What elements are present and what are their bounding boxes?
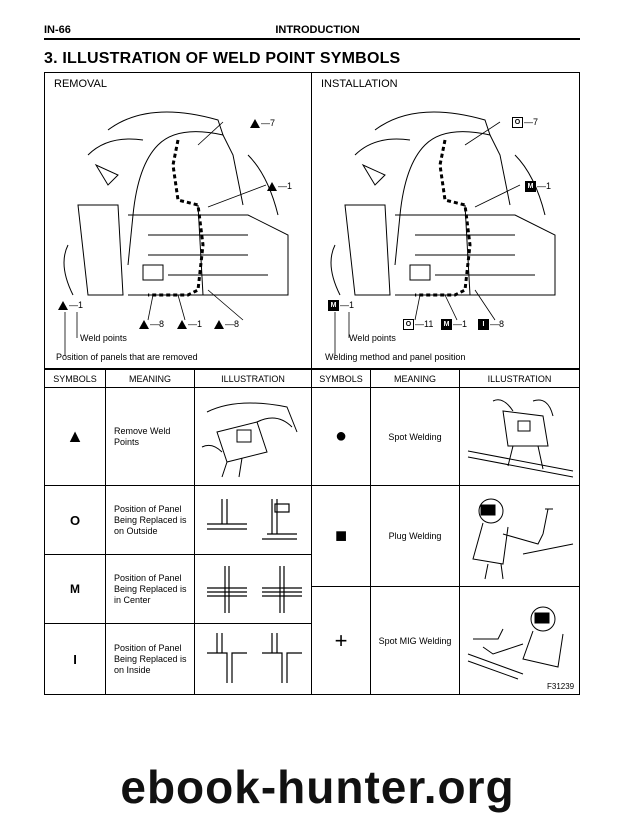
right-header-symbols: SYMBOLS	[311, 369, 371, 388]
right-header-illustration: ILLUSTRATION	[459, 369, 580, 388]
removal-callout-7: —7	[250, 118, 275, 129]
symbol-inside: I	[44, 623, 106, 695]
figure-code: F31239	[547, 682, 575, 691]
header-rule	[44, 38, 580, 40]
circle-outside-icon: O	[403, 319, 414, 331]
illustration-spot-mig	[459, 586, 580, 695]
meaning-outside: Position of Panel Being Replaced is on O…	[105, 485, 195, 555]
installation-panel	[311, 72, 580, 369]
panel-inside-diagram	[207, 633, 302, 683]
section-title: 3. ILLUSTRATION OF WELD POINT SYMBOLS	[44, 50, 401, 67]
meaning-remove-weld: Remove Weld Points	[105, 387, 195, 486]
installation-position-label: Welding method and panel position	[325, 352, 466, 362]
triangle-icon	[214, 320, 224, 330]
removal-legend-symbol: —1	[58, 300, 83, 311]
triangle-icon	[139, 320, 149, 330]
symbol-center: M	[44, 554, 106, 624]
illustration-plug-welding	[459, 485, 580, 587]
meaning-spot-welding: Spot Welding	[370, 387, 460, 486]
meaning-spot-mig: Spot MIG Welding	[370, 586, 460, 695]
installation-callout-1b: M—1	[441, 319, 467, 331]
right-header-meaning: MEANING	[370, 369, 460, 388]
installation-callout-1: M—1	[525, 181, 551, 193]
m-center-icon: M	[525, 181, 536, 193]
meaning-plug-welding: Plug Welding	[370, 485, 460, 587]
left-header-symbols: SYMBOLS	[44, 369, 106, 388]
left-header-meaning: MEANING	[105, 369, 195, 388]
mig-welder-illustration	[467, 606, 563, 679]
installation-callout-8: I—8	[478, 319, 504, 331]
right-symbol-table: SYMBOLS MEANING ILLUSTRATION ● Spot Weld…	[311, 369, 580, 695]
symbol-spot-welding: ●	[311, 387, 371, 486]
plus-icon: +	[334, 627, 348, 653]
illustration-inside	[194, 623, 312, 695]
symbol-plug-welding: ■	[311, 485, 371, 587]
i-inside-icon: I	[73, 651, 77, 667]
page-number: IN-66	[44, 24, 71, 36]
installation-illustration	[330, 111, 556, 321]
installation-legend-symbol: M—1	[328, 300, 354, 312]
meaning-inside: Position of Panel Being Replaced is on I…	[105, 623, 195, 695]
installation-label: INSTALLATION	[321, 78, 398, 90]
installation-legend-lines	[334, 312, 350, 356]
removal-legend-lines	[64, 312, 78, 356]
circle-outside-icon: O	[69, 512, 81, 528]
i-inside-icon: I	[478, 319, 489, 331]
removal-callout-8a: —8	[139, 319, 164, 330]
installation-weld-points-label: Weld points	[349, 333, 396, 343]
watermark: ebook-hunter.org	[120, 761, 515, 813]
plug-welder-illustration	[471, 498, 573, 580]
removal-illustration	[63, 111, 289, 321]
m-center-icon: M	[441, 319, 452, 331]
panel-outside-diagram	[207, 499, 297, 540]
left-header-illustration: ILLUSTRATION	[194, 369, 312, 388]
symbol-remove-weld: ▲	[44, 387, 106, 486]
illustration-center	[194, 554, 312, 624]
left-symbol-table: SYMBOLS MEANING ILLUSTRATION ▲ Remove We…	[44, 369, 312, 695]
triangle-icon	[267, 182, 277, 192]
triangle-icon	[177, 320, 187, 330]
filled-square-icon: ■	[334, 524, 348, 547]
triangle-icon: ▲	[66, 426, 84, 446]
spot-welder-illustration	[467, 398, 573, 477]
removal-position-label: Position of panels that are removed	[56, 352, 198, 362]
removal-callout-1b: —1	[177, 319, 202, 330]
installation-callout-7: O—7	[512, 117, 538, 129]
removal-label: REMOVAL	[54, 78, 107, 90]
meaning-center: Position of Panel Being Replaced is in C…	[105, 554, 195, 624]
panel-center-diagram	[207, 566, 302, 613]
triangle-icon	[250, 119, 260, 129]
illustration-remove-weld	[194, 387, 312, 486]
removal-callout-1: —1	[267, 181, 292, 192]
triangle-icon	[58, 301, 68, 311]
illustration-outside	[194, 485, 312, 555]
filled-circle-icon: ●	[334, 425, 348, 447]
m-center-icon: M	[70, 582, 80, 596]
circle-outside-icon: O	[512, 117, 523, 129]
illustration-spot-welding	[459, 387, 580, 486]
page-header-title: INTRODUCTION	[275, 24, 360, 36]
symbol-outside: O	[44, 485, 106, 555]
m-center-icon: M	[328, 300, 339, 312]
symbol-spot-mig: +	[311, 586, 371, 695]
removal-callout-8b: —8	[214, 319, 239, 330]
drill-illustration	[201, 402, 298, 477]
removal-weld-points-label: Weld points	[80, 333, 127, 343]
installation-callout-11: O—11	[403, 319, 433, 331]
